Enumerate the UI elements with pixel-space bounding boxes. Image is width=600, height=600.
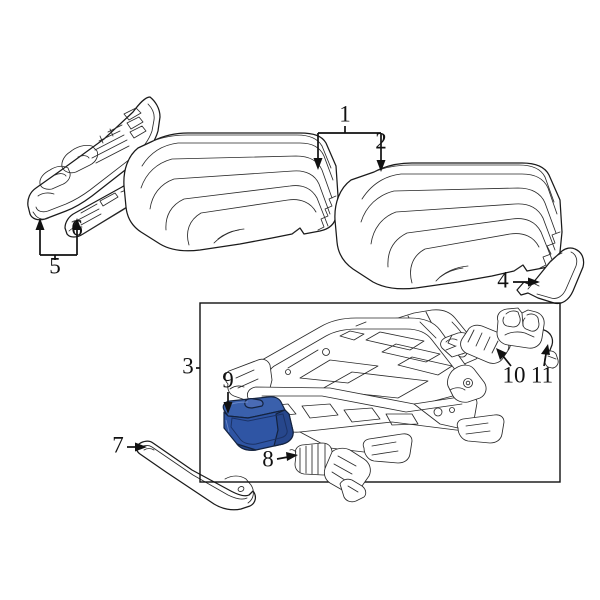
part-seat-cushion-right[interactable] [334,162,563,290]
part-seat-frame-assembly[interactable] [224,309,505,464]
part-side-trim-panel[interactable] [27,96,161,221]
callout-label-7[interactable]: 7 [112,432,124,457]
callout-label-3[interactable]: 3 [182,353,194,378]
frame-assembly-group-box [199,302,561,483]
leader-1 [313,126,381,170]
leader-7 [127,442,147,452]
part-seat-control-module[interactable] [222,396,294,451]
leader-11 [541,344,550,367]
callout-label-6[interactable]: 6 [71,215,83,240]
callout-label-4[interactable]: 4 [497,267,509,292]
leader-4 [513,277,540,287]
leader-5 [35,218,77,260]
callout-label-5[interactable]: 5 [49,253,61,278]
callout-label-11[interactable]: 11 [531,362,553,387]
callout-label-2[interactable]: 2 [375,128,387,153]
leader-2 [376,133,386,172]
leader-8 [276,452,298,461]
part-front-trim-molding[interactable] [135,440,257,511]
leader-10 [496,348,512,367]
callout-label-10[interactable]: 10 [503,362,526,387]
part-seat-adjuster-motor[interactable] [289,442,371,503]
leader-6 [72,218,82,255]
callout-label-1[interactable]: 1 [339,101,351,126]
part-seat-cushion-left[interactable] [123,132,339,252]
leader-9 [223,392,233,414]
callout-label-9[interactable]: 9 [222,367,234,392]
callout-label-8[interactable]: 8 [262,446,274,471]
